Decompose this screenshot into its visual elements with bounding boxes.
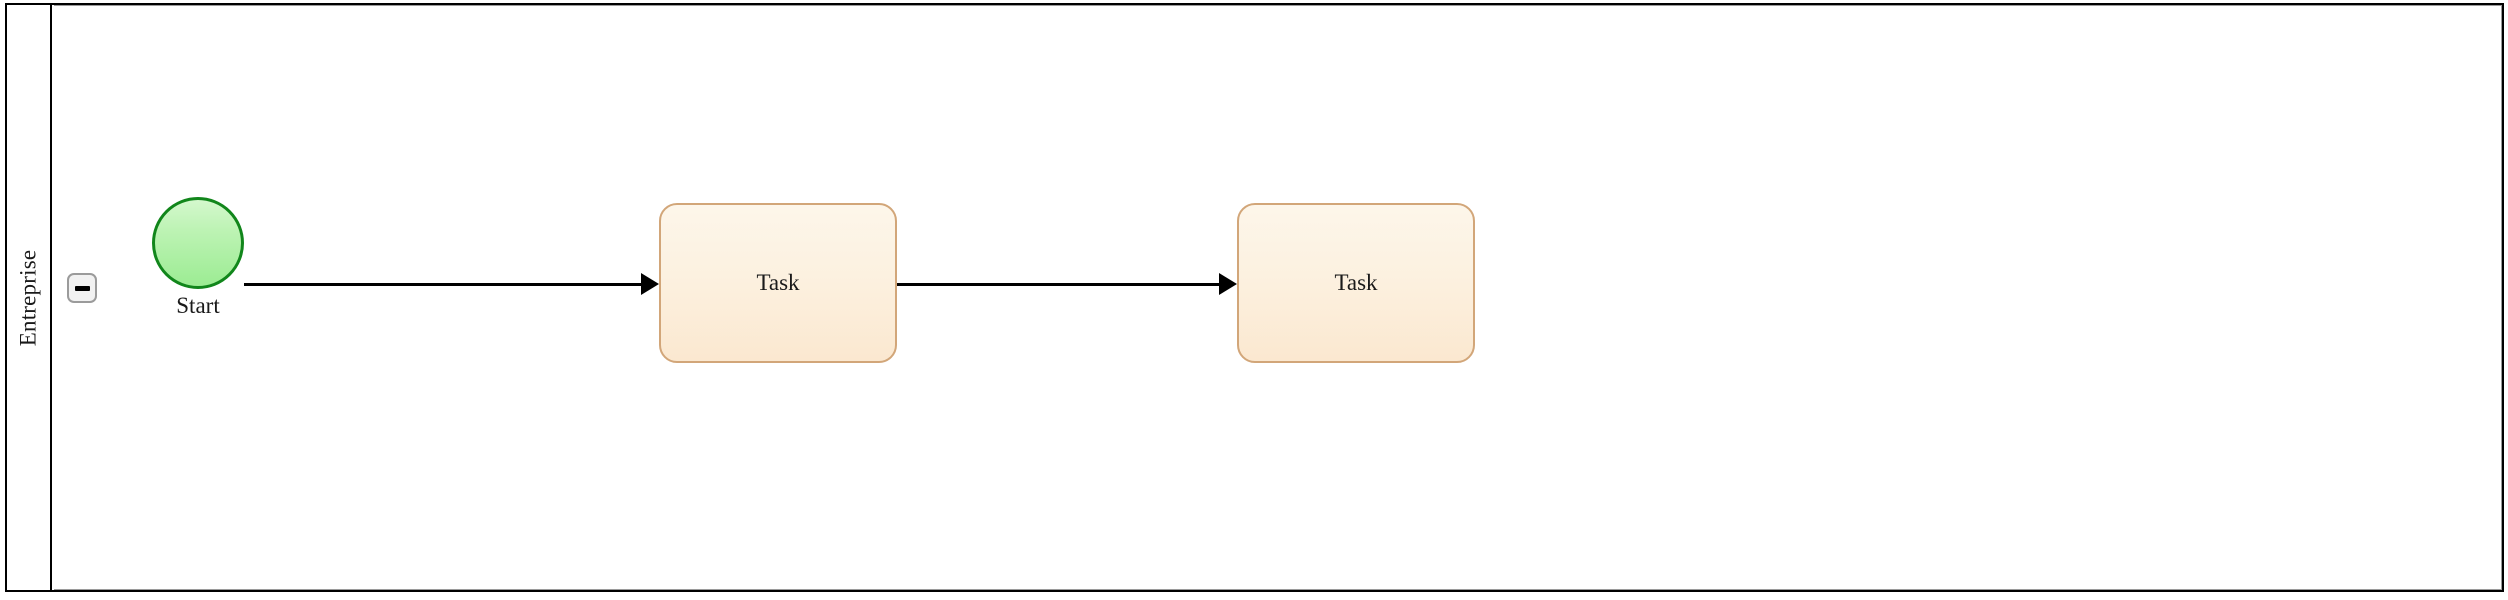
task-1[interactable]: Task <box>659 203 897 363</box>
task-2-label: Task <box>1334 270 1378 295</box>
sequence-flow-start-to-task1[interactable] <box>244 283 650 286</box>
minus-icon <box>74 285 90 291</box>
arrowhead-icon <box>641 273 659 295</box>
task-1-label: Task <box>756 270 800 295</box>
task-2[interactable]: Task <box>1237 203 1475 363</box>
sequence-flow-task1-to-task2[interactable] <box>897 283 1228 286</box>
pool-entreprise[interactable]: Entreprise Start Task Task <box>5 3 2504 592</box>
start-event-circle <box>152 197 244 289</box>
pool-header[interactable]: Entreprise <box>7 5 52 590</box>
lane-body: Start Task Task <box>54 5 2502 590</box>
pool-title: Entreprise <box>15 249 41 346</box>
start-event-label: Start <box>176 293 220 318</box>
pool-collapse-button[interactable] <box>67 273 97 303</box>
arrowhead-icon <box>1219 273 1237 295</box>
start-event[interactable]: Start <box>152 197 244 318</box>
